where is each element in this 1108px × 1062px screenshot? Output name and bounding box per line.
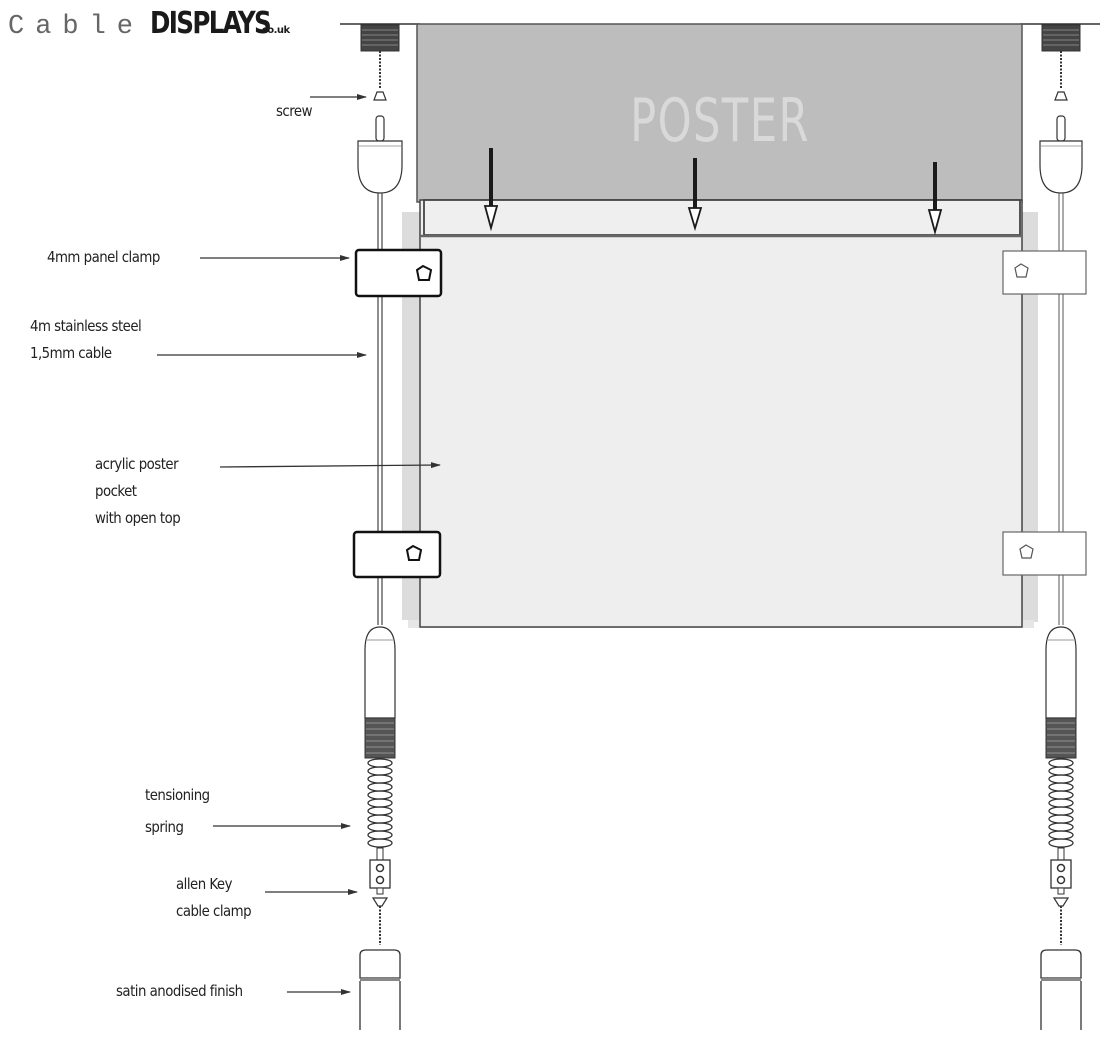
right-pin (1056, 115, 1066, 142)
leader-pocket (219, 462, 441, 469)
label-allen-clamp: allen Key cable clamp (176, 871, 263, 925)
right-top-gripper (1039, 140, 1083, 194)
label-pocket-line1: acrylic poster (95, 455, 179, 473)
left-finial-body (359, 981, 401, 1030)
insert-arrows (483, 148, 943, 236)
left-top-gripper (357, 140, 403, 194)
left-clamp-bolt-upper (415, 264, 433, 281)
right-tension-cylinder (1045, 626, 1077, 719)
acrylic-pocket (419, 199, 1023, 628)
brand-logo: Cable DISPLAYS .co.uk (8, 6, 290, 46)
poster-title: POSTER (630, 86, 810, 156)
right-screw-head (1054, 91, 1068, 101)
right-panel-clamp-lower (1002, 531, 1087, 576)
label-pocket-line2: pocket (95, 482, 137, 500)
label-cable-line2: 1,5mm cable (30, 344, 112, 362)
left-panel-clamp-lower (352, 530, 442, 579)
label-allen-line2: cable clamp (176, 902, 252, 920)
left-spring-stem (376, 847, 384, 861)
label-cable-line1: 4m stainless steel (30, 317, 142, 335)
left-lower-screw-head (371, 897, 389, 907)
left-spring (367, 758, 393, 848)
label-spring-line1: tensioning (145, 786, 210, 804)
right-finial-cap (1040, 949, 1082, 979)
label-panel-clamp: 4mm panel clamp (47, 248, 160, 266)
insert-arrow-2 (687, 158, 703, 232)
left-tension-cylinder (364, 626, 396, 719)
left-hardware (352, 24, 443, 1030)
label-cable: 4m stainless steel 1,5mm cable (30, 313, 159, 367)
left-panel-clamp-upper (354, 248, 443, 298)
left-pin (375, 115, 385, 142)
leader-lines (157, 94, 441, 995)
right-hardware (1002, 24, 1087, 1030)
insert-arrow-3 (927, 162, 943, 236)
label-pocket-line3: with open top (95, 509, 181, 527)
insert-arrow-1 (483, 148, 499, 232)
brand-displays-text: DISPLAYS (150, 6, 272, 41)
label-allen-line1: allen Key (176, 875, 233, 893)
right-spring (1048, 758, 1074, 848)
left-cylinder-thread (364, 717, 396, 759)
left-clamp-bolt-lower (405, 544, 423, 561)
right-ceiling-fitting (1041, 24, 1081, 52)
label-finish: satin anodised finish (116, 982, 243, 1000)
label-screw: screw (276, 102, 312, 120)
label-spring-line2: spring (145, 818, 184, 836)
left-ceiling-fitting (360, 24, 400, 52)
poster-sheet (416, 23, 1023, 203)
brand-tld-text: .co.uk (258, 25, 290, 36)
brand-cable-text: Cable (8, 12, 145, 42)
left-finial-cap (359, 949, 401, 979)
label-spring: tensioning spring (145, 779, 220, 843)
left-screw-head (373, 91, 387, 101)
label-pocket: acrylic poster pocket with open top (95, 451, 194, 532)
